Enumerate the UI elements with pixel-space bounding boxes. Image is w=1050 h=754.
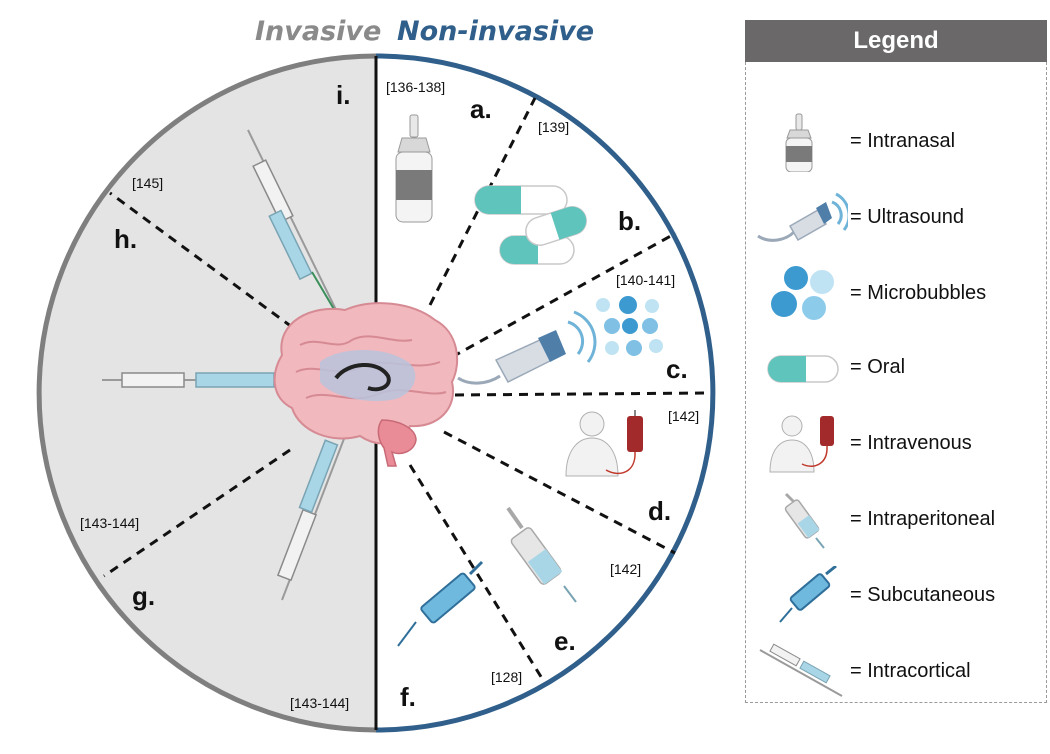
- legend-item-intranasal: = Intranasal: [746, 112, 1046, 172]
- segment-g-letter: g.: [132, 581, 155, 611]
- syringe-intracortical-icon: [759, 643, 843, 697]
- iv-bag-person-icon: [565, 410, 643, 477]
- segment-a-ref: [136-138]: [386, 79, 445, 95]
- segment-h-letter: h.: [114, 224, 137, 254]
- legend-label-intracortical: = Intracortical: [850, 660, 971, 682]
- segment-f-ref: [128]: [491, 669, 522, 685]
- segment-d-ref: [142]: [668, 408, 699, 424]
- non-invasive-rim: [375, 53, 716, 733]
- segment-c-ref: [140-141]: [616, 272, 675, 288]
- legend-label-intraperitoneal: = Intraperitoneal: [850, 508, 996, 530]
- capsule-icon: [767, 355, 839, 383]
- segment-b-letter: b.: [618, 206, 641, 236]
- legend-label-oral: = Oral: [850, 356, 906, 378]
- syringe-subcutaneous-icon: [779, 566, 837, 623]
- legend-item-ultrasound: = Ultrasound: [746, 188, 1046, 248]
- legend-label-intravenous: = Intravenous: [850, 432, 972, 454]
- microbubbles-icon: [771, 266, 834, 320]
- legend-label-subcutaneous: = Subcutaneous: [850, 584, 996, 606]
- legend-item-intravenous: = Intravenous: [746, 414, 1046, 474]
- syringe-intraperitoneal-icon: [784, 492, 825, 549]
- legend-item-oral: = Oral: [746, 338, 1046, 398]
- syringe-intraperitoneal-icon: [506, 506, 577, 603]
- syringe-subcutaneous-icon: [397, 560, 484, 647]
- segment-e-ref: [142]: [610, 561, 641, 577]
- non-invasive-title: Non-invasive: [397, 16, 594, 47]
- segment-i-ref: [143-144]: [290, 695, 349, 711]
- segment-h-ref: [145]: [132, 175, 163, 191]
- syringe-intracortical-icon: [276, 417, 353, 601]
- segment-d-letter: d.: [648, 496, 671, 526]
- ultrasound-probe-icon: [757, 192, 848, 242]
- legend-item-intracortical: = Intracortical: [746, 642, 1046, 702]
- segment-g-ref: [143-144]: [80, 515, 139, 531]
- invasive-title: Invasive: [255, 16, 381, 47]
- ultrasound-probe-icon: [457, 310, 597, 385]
- legend-box: = Intranasal = Ultrasound = Microbubbles: [745, 62, 1047, 703]
- invasive-rim: [36, 53, 377, 733]
- segment-i-letter: i.: [336, 80, 350, 110]
- segment-a-letter: a.: [470, 94, 492, 124]
- segment-b-ref: [139]: [538, 119, 569, 135]
- legend-item-microbubbles: = Microbubbles: [746, 264, 1046, 324]
- legend-label-ultrasound: = Ultrasound: [850, 206, 964, 228]
- segment-f-letter: f.: [400, 682, 416, 712]
- microbubbles-icon: [596, 296, 663, 356]
- segment-e-letter: e.: [554, 626, 576, 656]
- capsule-icon: [474, 185, 587, 265]
- nasal-spray-icon: [785, 113, 813, 172]
- legend-title: Legend: [745, 20, 1047, 62]
- iv-bag-person-icon: [769, 415, 834, 473]
- legend-label-intranasal: = Intranasal: [850, 130, 956, 152]
- segment-c-letter: c.: [666, 354, 688, 384]
- legend-label-microbubbles: = Microbubbles: [850, 282, 987, 304]
- legend-item-subcutaneous: = Subcutaneous: [746, 566, 1046, 626]
- nasal-spray-icon: [395, 114, 433, 223]
- administration-route-wheel: Invasive Non-invasive a. b. c. d. e. f. …: [36, 16, 716, 733]
- legend: Legend = Intranasal = Ultrasound: [745, 20, 1047, 703]
- syringe-intracortical-icon: [247, 129, 341, 319]
- legend-item-intraperitoneal: = Intraperitoneal: [746, 490, 1046, 550]
- brain-icon: [273, 302, 459, 467]
